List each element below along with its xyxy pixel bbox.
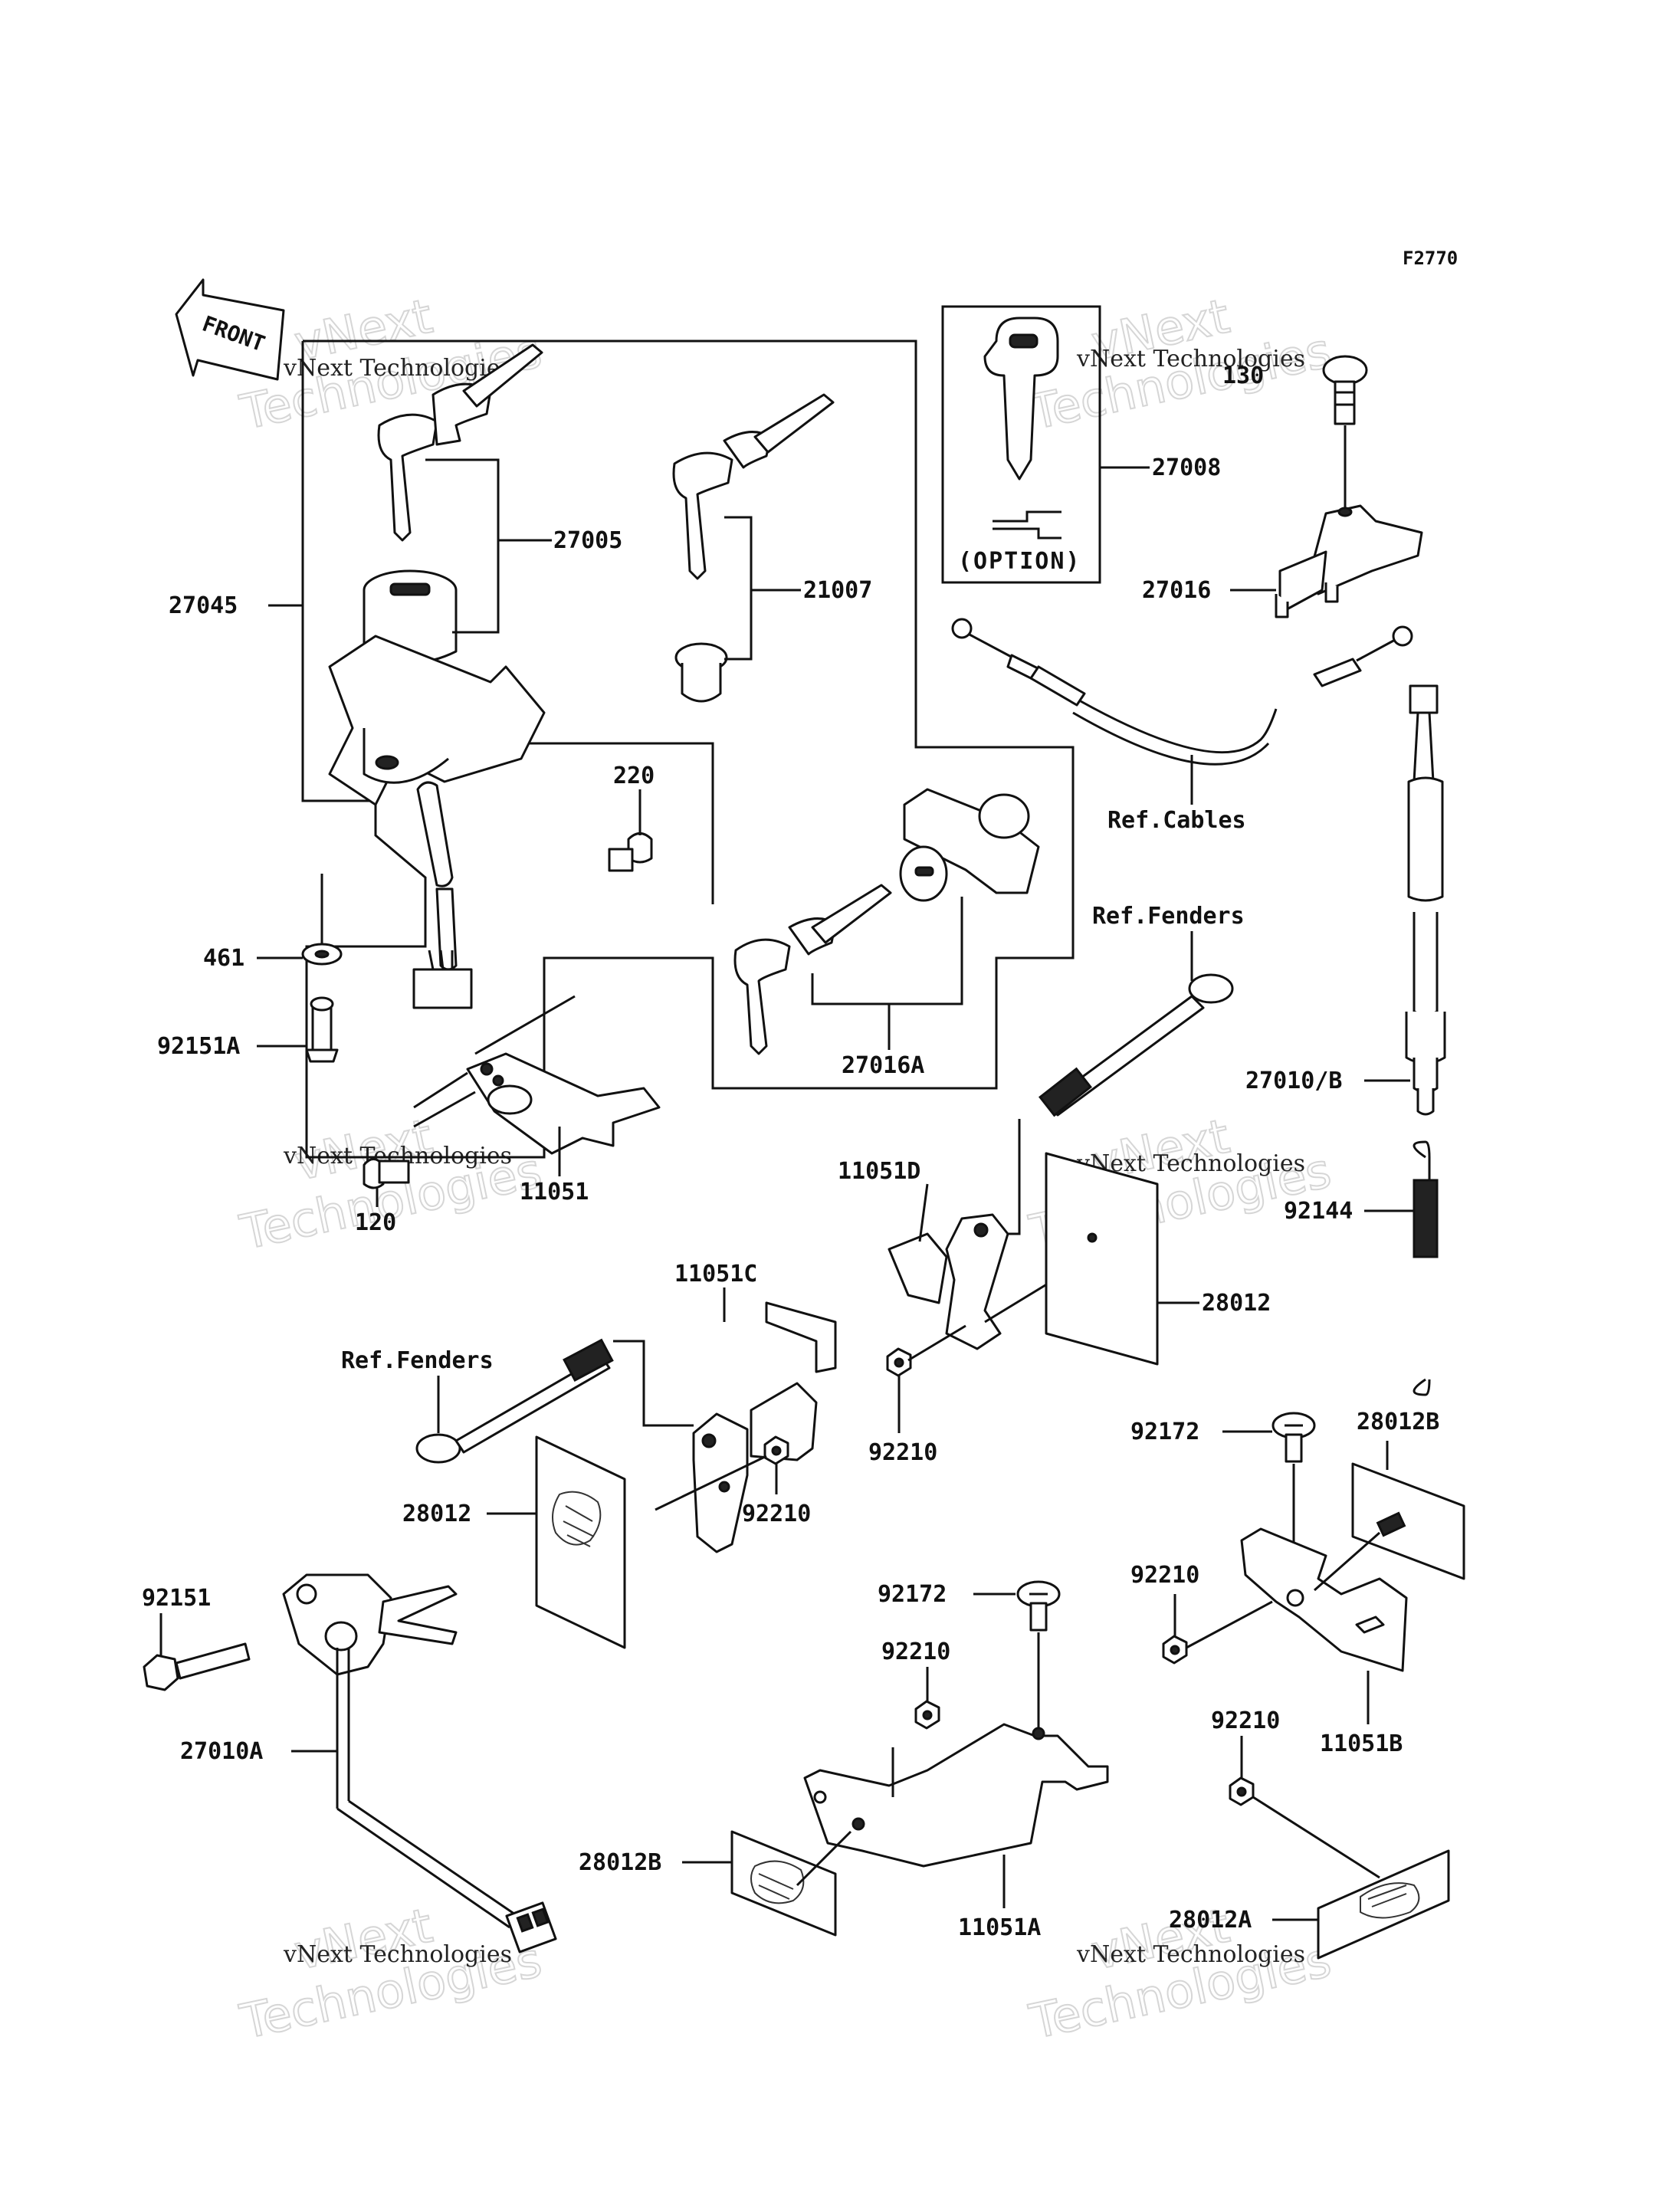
part-label: 28012A (1169, 1907, 1252, 1934)
part-label: 461 (203, 945, 244, 972)
watermark-text: vNext Technologies (1076, 346, 1305, 372)
part-label: 92210 (1130, 1562, 1199, 1589)
bracket-icon (888, 1213, 1009, 1350)
part-label: 11051 (520, 1179, 589, 1205)
set-outline (301, 339, 1075, 1159)
ref-label: Ref.Cables (1107, 807, 1246, 834)
part-label: 220 (613, 763, 655, 789)
ref-label: Ref.Fenders (1092, 903, 1245, 930)
part-label: 92151 (142, 1585, 211, 1612)
part-label: 28012 (1202, 1290, 1271, 1317)
ignition-key-icon (377, 343, 543, 542)
leader-line (1252, 1796, 1380, 1879)
part-label: 27005 (553, 527, 622, 554)
leader-line (796, 1830, 852, 1887)
part-label: 120 (355, 1209, 396, 1236)
leader-line (724, 516, 753, 661)
leader-line (1186, 1600, 1273, 1649)
nut-icon (886, 1347, 912, 1377)
part-label: 27016 (1142, 577, 1211, 604)
screw-icon (608, 832, 653, 872)
bolt-icon (1322, 355, 1368, 425)
bolt-icon (1039, 973, 1234, 1117)
part-label: 21007 (803, 577, 872, 604)
stud-icon (1376, 1511, 1406, 1537)
leader-line (613, 1340, 694, 1427)
bracket-icon (1275, 504, 1423, 618)
part-label: 28012B (1357, 1409, 1439, 1435)
bolt-icon (305, 996, 339, 1063)
leader-line (996, 1119, 1021, 1235)
part-label: 27010/B (1245, 1068, 1342, 1094)
reflector-icon (730, 1830, 837, 1937)
part-label: 92151A (157, 1033, 240, 1060)
leader-line (1314, 1531, 1380, 1592)
part-label: 92172 (878, 1581, 947, 1608)
part-label: 92210 (868, 1439, 937, 1466)
bolt-icon (143, 1642, 251, 1691)
watermark-text: vNext Technologies (1076, 1941, 1305, 1968)
ref-label: Ref.Fenders (341, 1347, 494, 1374)
leader-line (413, 1091, 476, 1128)
part-labels: 27005 27045 21007 27008 130 27016 220 Re… (142, 362, 1439, 1941)
part-label: 27045 (169, 592, 238, 619)
bolt-icon (415, 1338, 614, 1464)
cable-icon (951, 618, 1413, 766)
part-label: 11051A (958, 1914, 1041, 1941)
switch-icon (282, 1573, 557, 1953)
part-label: 92210 (881, 1638, 950, 1665)
reflector-icon (535, 1435, 626, 1649)
option-box (941, 305, 1101, 584)
leader-line (907, 1324, 966, 1362)
screw-icon (363, 1158, 410, 1189)
key-icon (733, 884, 892, 1055)
front-arrow-icon: FRONT (175, 278, 285, 381)
part-label: 92172 (1130, 1419, 1199, 1445)
part-label: 92144 (1284, 1198, 1353, 1225)
set-outline-inner (529, 742, 714, 904)
key-blank-icon (983, 317, 1061, 540)
part-label: 11051B (1320, 1730, 1403, 1757)
reflector-icon (1351, 1462, 1465, 1580)
part-label: 27016A (842, 1052, 924, 1079)
leader-line (811, 897, 963, 1005)
part-label: 27010A (180, 1738, 263, 1765)
part-label: 11051D (838, 1158, 920, 1185)
nut-icon (1229, 1776, 1255, 1806)
washer-icon (301, 943, 343, 966)
leader-line (474, 995, 576, 1055)
spring-icon (1413, 1140, 1439, 1396)
bracket-icon (803, 1723, 1109, 1868)
part-label: 130 (1222, 362, 1264, 389)
lock-cylinder-icon (899, 788, 1040, 902)
part-label: 92210 (742, 1501, 811, 1527)
switch-icon (1405, 684, 1446, 1116)
watermark-text: vNext Technologies (283, 355, 512, 382)
reflector-icon (1317, 1849, 1450, 1960)
screw-icon (1016, 1580, 1061, 1632)
leader-line (413, 1071, 468, 1109)
nut-icon (914, 1700, 940, 1730)
leader-line (425, 458, 500, 634)
leader-line (918, 1183, 929, 1242)
part-label: 11051C (674, 1261, 757, 1287)
part-label: 27008 (1152, 454, 1221, 481)
watermark-text: vNext Technologies (283, 1941, 512, 1968)
part-label: 28012 (402, 1501, 471, 1527)
screw-icon (1271, 1412, 1316, 1463)
ignition-switch-icon (328, 569, 546, 1009)
part-label: 92210 (1211, 1707, 1280, 1734)
option-label: (OPTION) (958, 548, 1081, 575)
nut-icon (1162, 1635, 1188, 1665)
bracket-icon (692, 1301, 837, 1553)
reflector-icon (1045, 1152, 1159, 1366)
bracket-icon (1240, 1527, 1408, 1672)
figure-code: F2770 (1403, 248, 1458, 269)
key-icon (672, 393, 835, 703)
bracket-icon (466, 1052, 661, 1155)
leader-line (655, 1455, 767, 1511)
part-label: 28012B (579, 1849, 661, 1876)
